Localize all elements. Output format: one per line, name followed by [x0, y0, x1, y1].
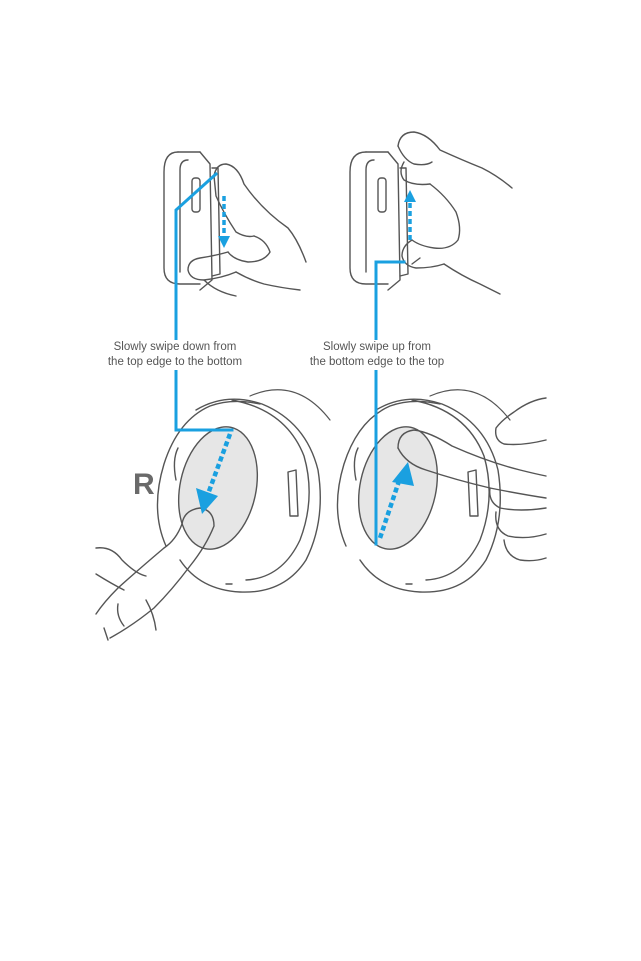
caption-swipe-down-line-2: the top edge to the bottom [100, 355, 250, 370]
caption-swipe-up-line-2: the bottom edge to the top [302, 355, 452, 370]
caption-swipe-down-line-1: Slowly swipe down from [100, 340, 250, 355]
caption-swipe-up-line-1: Slowly swipe up from [302, 340, 452, 355]
touch-panel-left [168, 419, 268, 556]
caption-swipe-down: Slowly swipe down from the top edge to t… [100, 340, 250, 370]
caption-swipe-up: Slowly swipe up from the bottom edge to … [302, 340, 452, 370]
hand-swipe-up-side-icon [398, 132, 512, 294]
right-side-label: R [133, 468, 155, 502]
earcup-side-view-left [164, 152, 220, 290]
earcup-side-view-right [350, 152, 408, 290]
touch-panel-right [348, 419, 448, 556]
